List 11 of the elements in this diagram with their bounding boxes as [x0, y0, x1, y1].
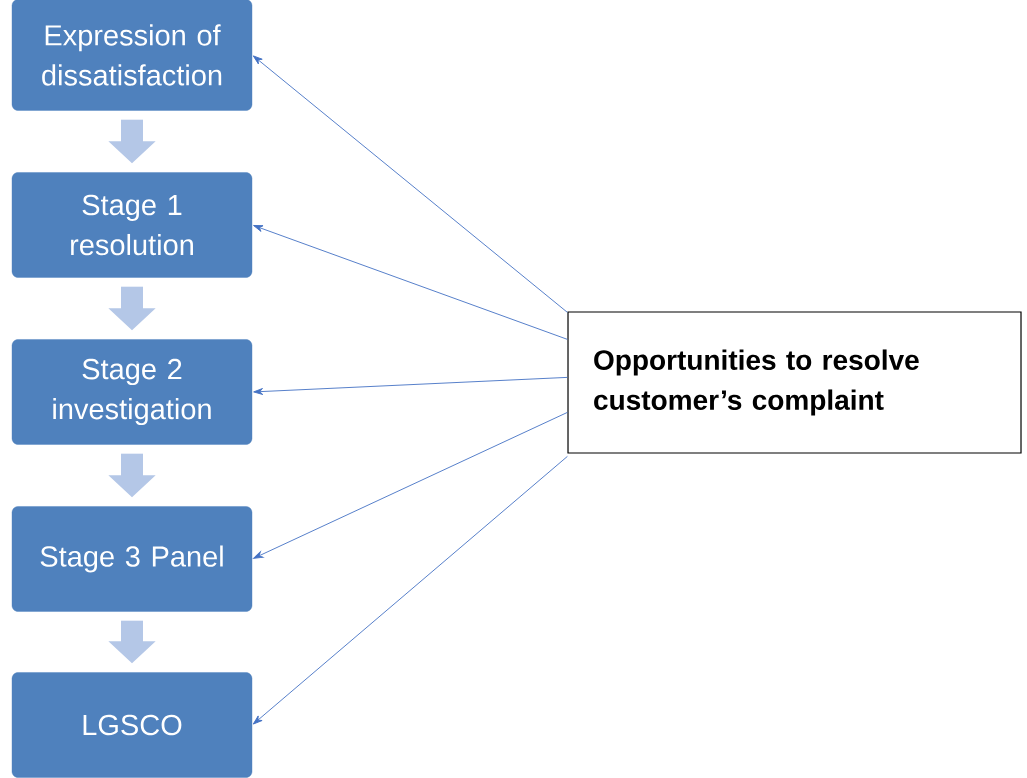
stage-box: Stage 3 Panel	[11, 506, 253, 612]
arrow	[252, 455, 568, 725]
arrow	[253, 376, 568, 395]
stage-box: LGSCO	[11, 672, 253, 778]
arrow	[253, 411, 568, 559]
stage-box: Stage 1 resolution	[11, 172, 253, 278]
stage-box: Expression of dissatisfaction	[11, 0, 253, 111]
arrow	[253, 225, 568, 340]
arrow	[252, 55, 568, 313]
stage-box: Stage 2 investigation	[11, 339, 253, 445]
note-box: Opportunities to resolve customer’s complaint	[567, 311, 1022, 454]
